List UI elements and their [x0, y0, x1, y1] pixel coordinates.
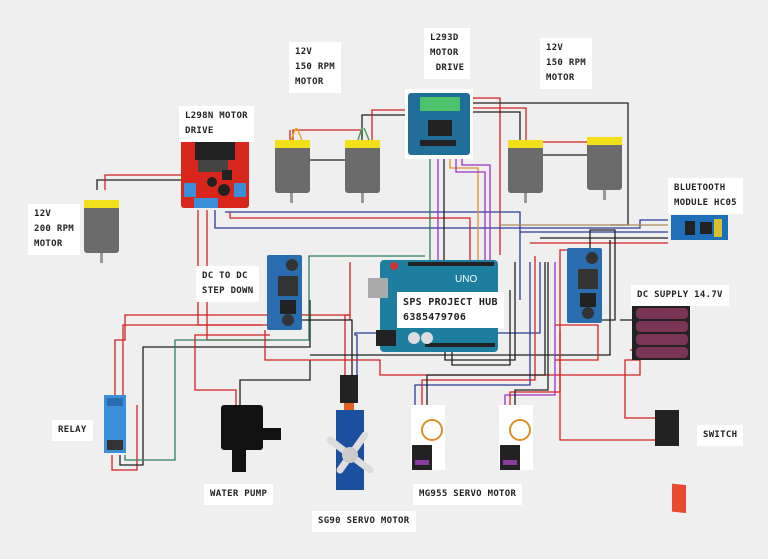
wire — [444, 262, 516, 361]
wire — [451, 290, 511, 366]
label-switch: SWITCH — [697, 425, 744, 446]
l293d-motor-driver — [405, 89, 473, 159]
wire — [455, 155, 486, 262]
water-pump — [221, 405, 281, 472]
motor-150rpm-4 — [587, 137, 622, 200]
wire — [354, 262, 541, 375]
battery-pack — [632, 305, 690, 360]
label-bluetooth: BLUETOOTH MODULE HC05 — [668, 178, 743, 214]
wire — [239, 360, 311, 405]
mg955-servo-1 — [411, 405, 445, 470]
mg955-servo-2 — [499, 405, 533, 470]
wire — [414, 262, 531, 405]
label-stepdown: DC TO DC STEP DOWN — [196, 266, 260, 302]
motor-200rpm — [84, 200, 119, 263]
wire — [344, 262, 351, 375]
wire — [292, 129, 362, 140]
wire — [559, 330, 658, 441]
wire — [214, 210, 668, 229]
step-down-converter-right — [567, 248, 602, 323]
wire — [194, 334, 270, 405]
label-pump: WATER PUMP — [204, 484, 274, 505]
label-motor-150-left: 12V 150 RPM MOTOR — [289, 42, 342, 93]
wire — [461, 155, 491, 262]
wire — [225, 211, 521, 300]
label-motor-150-right: 12V 150 RPM MOTOR — [540, 38, 593, 89]
relay-module — [104, 395, 126, 453]
uno-text: UNO — [455, 274, 477, 285]
label-battery: DC SUPPLY 14.7V — [631, 285, 729, 306]
step-down-converter-left — [267, 255, 302, 330]
wire — [421, 256, 536, 405]
wire — [514, 262, 549, 405]
motor-150rpm-2 — [345, 127, 380, 203]
label-relay: RELAY — [52, 420, 93, 441]
label-mg955: MG955 SERVO MOTOR — [413, 484, 523, 505]
wire — [299, 258, 353, 375]
wire — [504, 262, 556, 405]
motor-150rpm-3 — [508, 140, 543, 203]
wire — [114, 314, 351, 395]
wire — [96, 179, 193, 190]
wire — [624, 359, 658, 419]
wire — [229, 212, 471, 300]
wire — [449, 155, 479, 262]
wire — [104, 174, 190, 193]
sg90-servo — [326, 375, 374, 490]
wire — [124, 255, 425, 461]
motor-150rpm-1 — [275, 127, 310, 203]
label-arduino: SPS PROJECT HUB 6385479706 — [397, 292, 504, 328]
wire — [310, 240, 611, 356]
wire — [111, 405, 138, 471]
wire — [426, 262, 546, 405]
label-l298n: L298N MOTOR DRIVE — [179, 106, 254, 142]
wire — [589, 229, 616, 321]
wire — [555, 324, 599, 361]
l298n-motor-driver — [181, 138, 249, 208]
bluetooth-hc05 — [671, 215, 728, 240]
wire — [119, 300, 311, 466]
label-l293d: L293D MOTOR DRIVE — [424, 28, 471, 79]
label-motor-200: 12V 200 RPM MOTOR — [28, 204, 81, 255]
label-sg90: SG90 SERVO MOTOR — [312, 511, 416, 532]
rocker-switch — [655, 410, 686, 514]
